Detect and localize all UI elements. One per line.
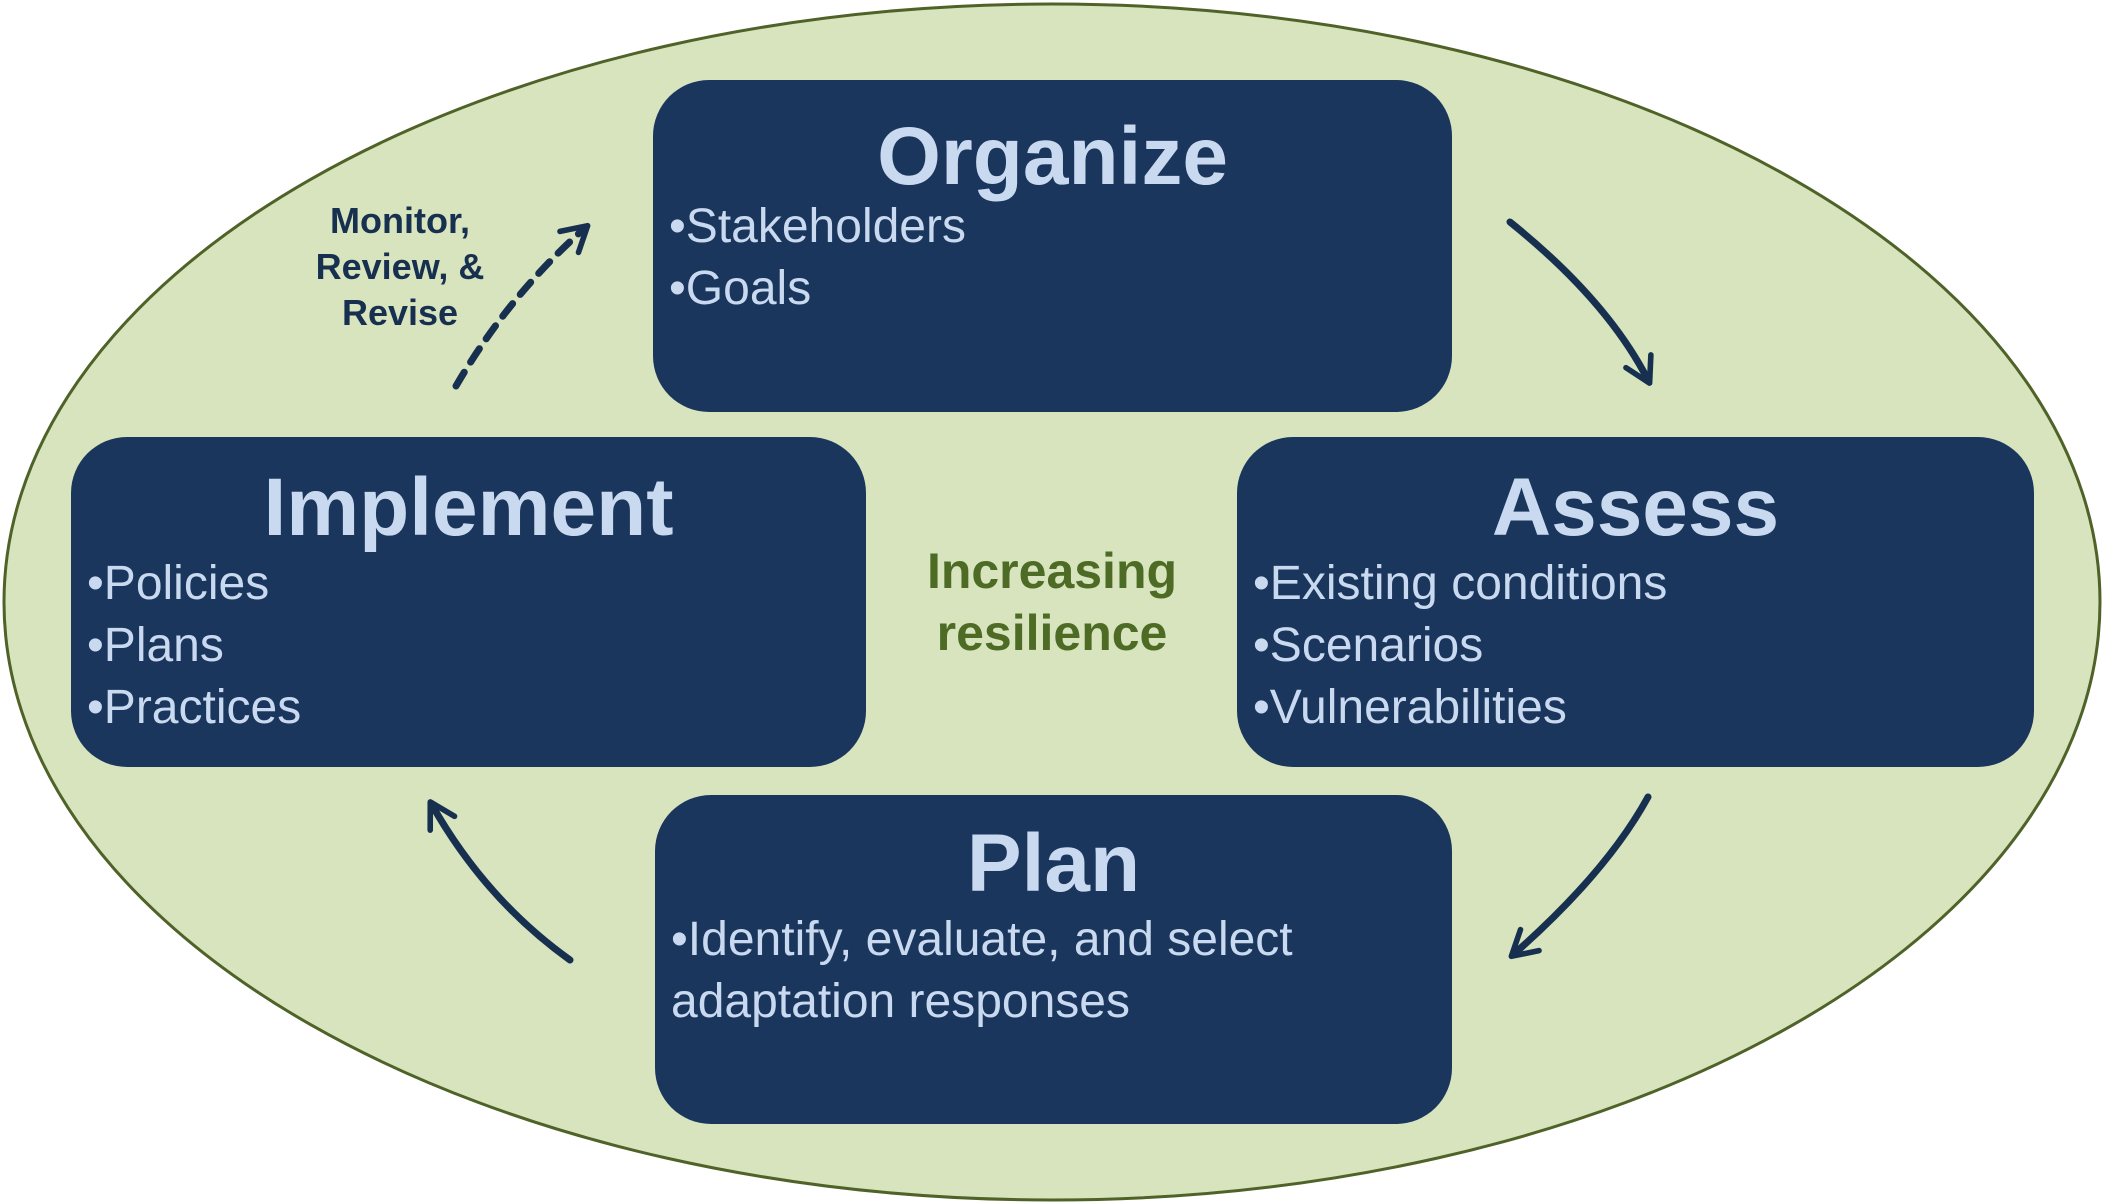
monitor-label-line-1: Monitor,	[330, 200, 470, 241]
organize-box: Organize •Stakeholders •Goals	[653, 80, 1452, 412]
plan-box: Plan •Identify, evaluate, and select ada…	[655, 795, 1452, 1124]
monitor-label-line-3: Revise	[341, 292, 459, 333]
bullet-plans: •Plans	[87, 619, 224, 672]
organize-bullet-list: •Stakeholders •Goals	[669, 196, 966, 320]
organize-title: Organize	[877, 111, 1228, 202]
center-label-line-2: resilience	[936, 605, 1168, 661]
assess-box: Assess •Existing conditions •Scenarios •…	[1237, 437, 2034, 767]
bullet-policies: •Policies	[87, 557, 270, 610]
implement-to-organize-arrow	[452, 222, 591, 390]
center-label-line-1: Increasing	[926, 543, 1178, 599]
implement-title: Implement	[263, 462, 674, 553]
center-label: Increasing resilience	[852, 540, 1252, 664]
monitor-label-line-2: Review, &	[315, 246, 485, 287]
assess-bullet-list: •Existing conditions •Scenarios •Vulnera…	[1253, 553, 1667, 739]
bullet-scenarios: •Scenarios	[1253, 619, 1484, 672]
organize-to-assess-arrow	[1506, 218, 1654, 386]
assess-to-plan-arrow	[1508, 793, 1652, 960]
plan-description: •Identify, evaluate, and select adaptati…	[671, 913, 1293, 1028]
implement-bullet-list: •Policies •Plans •Practices	[87, 553, 301, 739]
bullet-stakeholders: •Stakeholders	[669, 200, 966, 253]
plan-title: Plan	[966, 818, 1141, 909]
bullet-goals: •Goals	[669, 262, 812, 315]
monitor-review-revise-label: Monitor, Review, & Revise	[270, 198, 530, 336]
bullet-practices: •Practices	[87, 681, 302, 734]
bullet-vulnerabilities: •Vulnerabilities	[1253, 681, 1567, 734]
bullet-existing-conditions: •Existing conditions	[1253, 557, 1668, 610]
assess-title: Assess	[1491, 462, 1780, 553]
plan-to-implement-arrow	[427, 799, 574, 964]
implement-box: Implement •Policies •Plans •Practices	[71, 437, 866, 767]
